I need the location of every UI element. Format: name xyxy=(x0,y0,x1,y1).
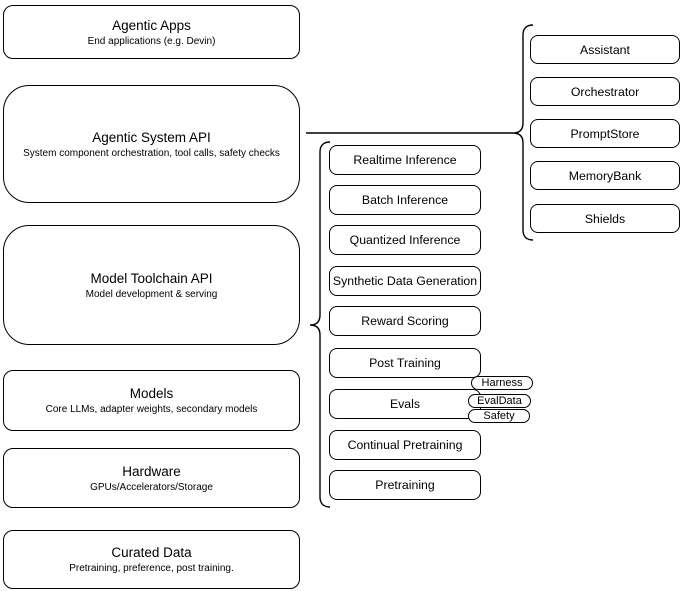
toolchain-item-reward-scoring: Reward Scoring xyxy=(329,306,481,336)
toolchain-item-quantized-inference: Quantized Inference xyxy=(329,225,481,255)
box-title: Model Toolchain API xyxy=(90,270,213,286)
component-assistant: Assistant xyxy=(530,35,680,64)
box-subtitle: Model development & serving xyxy=(85,288,218,300)
system-components-brace xyxy=(512,24,534,241)
component-orchestrator: Orchestrator xyxy=(530,77,680,106)
box-title: Curated Data xyxy=(111,545,192,560)
toolchain-brace xyxy=(309,141,331,508)
component-shields: Shields xyxy=(530,204,680,233)
box-subtitle: Pretraining, preference, post training. xyxy=(69,563,234,574)
box-models: Models Core LLMs, adapter weights, secon… xyxy=(3,370,300,431)
box-title: Hardware xyxy=(122,463,181,479)
box-subtitle: System component orchestration, tool cal… xyxy=(23,147,280,159)
box-subtitle: Core LLMs, adapter weights, secondary mo… xyxy=(45,404,258,415)
toolchain-item-realtime-inference: Realtime Inference xyxy=(329,145,481,175)
box-agentic-apps: Agentic Apps End applications (e.g. Devi… xyxy=(3,5,300,59)
toolchain-item-evals: Evals xyxy=(329,389,481,419)
eval-tag-harness: Harness xyxy=(471,376,533,390)
box-agentic-system-api: Agentic System API System component orch… xyxy=(3,85,300,203)
toolchain-item-continual-pretraining: Continual Pretraining xyxy=(329,430,481,460)
component-memorybank: MemoryBank xyxy=(530,161,680,190)
toolchain-item-pretraining: Pretraining xyxy=(329,470,481,500)
box-title: Agentic System API xyxy=(92,129,211,145)
eval-tag-evaldata: EvalData xyxy=(468,394,531,408)
box-subtitle: GPUs/Accelerators/Storage xyxy=(90,481,213,493)
box-hardware: Hardware GPUs/Accelerators/Storage xyxy=(3,448,300,508)
toolchain-item-batch-inference: Batch Inference xyxy=(329,185,481,215)
component-promptstore: PromptStore xyxy=(530,119,680,148)
eval-tag-safety: Safety xyxy=(468,409,530,423)
box-title: Models xyxy=(129,386,174,401)
box-curated-data: Curated Data Pretraining, preference, po… xyxy=(3,530,300,589)
box-model-toolchain-api: Model Toolchain API Model development & … xyxy=(3,225,300,345)
box-subtitle: End applications (e.g. Devin) xyxy=(87,35,216,47)
toolchain-item-post-training: Post Training xyxy=(329,348,481,378)
box-title: Agentic Apps xyxy=(112,17,191,33)
toolchain-item-synthetic-data-generation: Synthetic Data Generation xyxy=(329,266,481,296)
